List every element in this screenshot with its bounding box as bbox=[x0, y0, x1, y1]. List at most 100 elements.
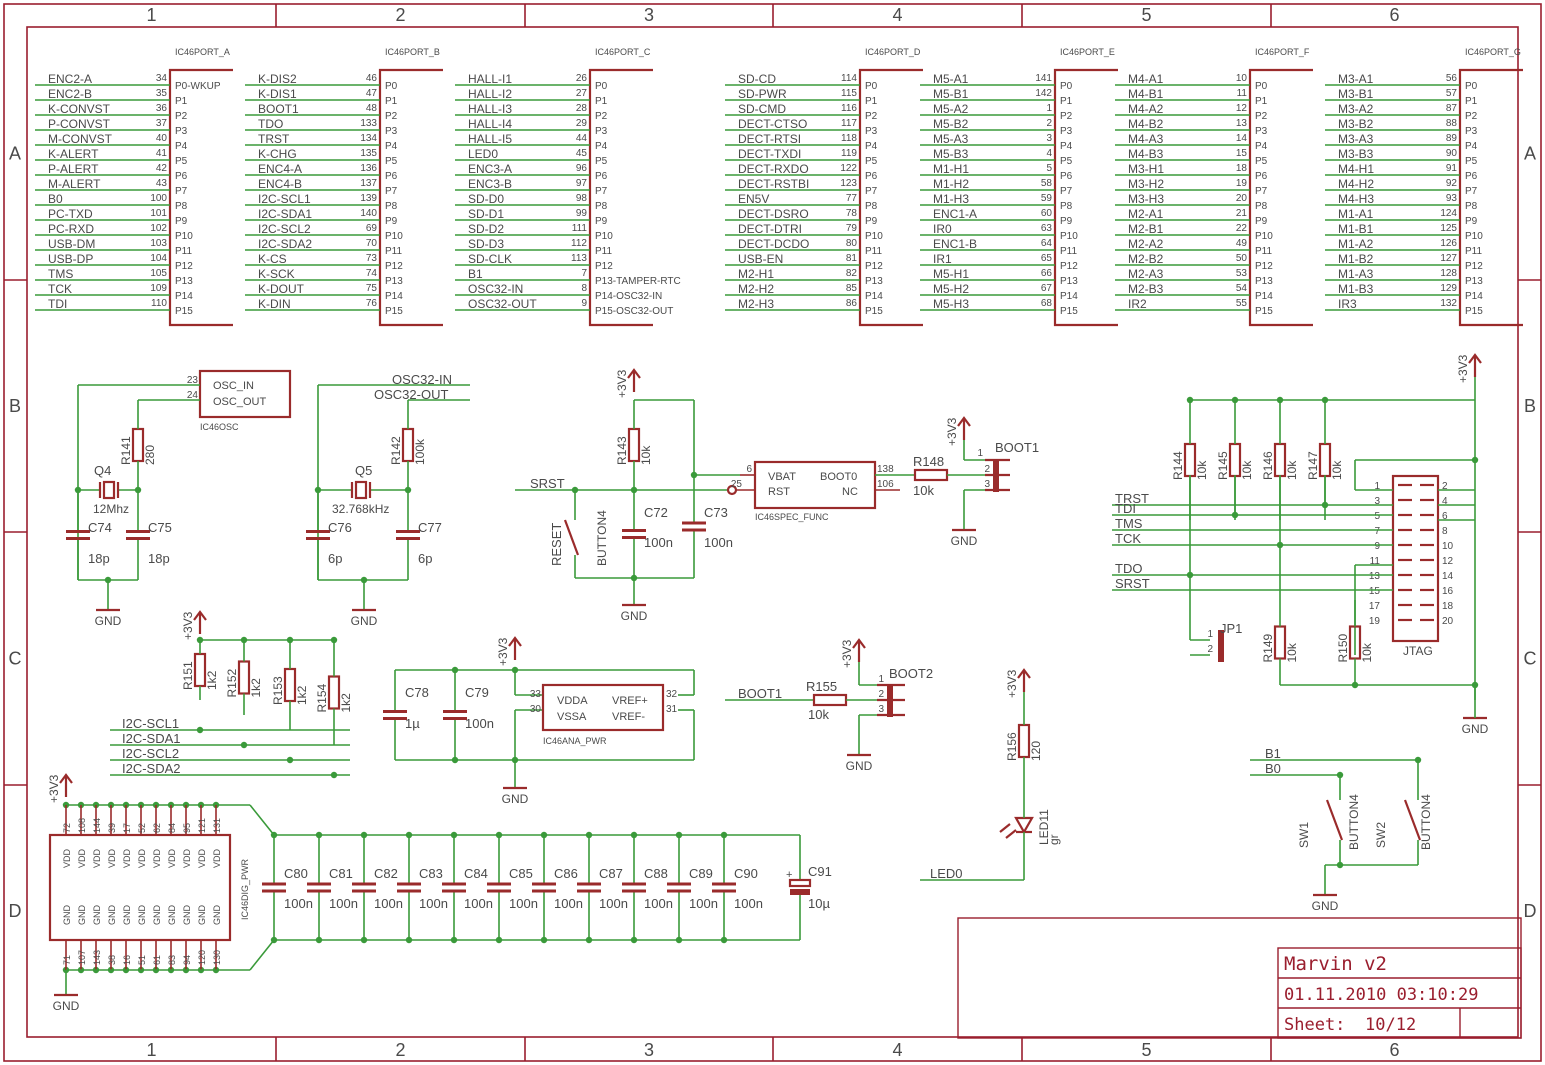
cap-plate bbox=[126, 530, 150, 533]
port-pin-number: 129 bbox=[1440, 283, 1457, 294]
cap-plate bbox=[622, 889, 646, 893]
vdd-pin-number: 39 bbox=[107, 823, 117, 833]
port-net-label: M3-A1 bbox=[1338, 72, 1374, 86]
cap-plate bbox=[532, 889, 556, 893]
supply-label: +3V3 bbox=[181, 611, 195, 640]
vdd-pin-number: 72 bbox=[62, 823, 72, 833]
port-pin-name: P13 bbox=[1060, 276, 1078, 287]
column-label-bottom: 5 bbox=[1141, 1040, 1151, 1060]
cap-plate bbox=[443, 710, 467, 713]
port-pin-number: 47 bbox=[366, 88, 378, 99]
port-pin-name: P12 bbox=[595, 261, 613, 272]
port-pin-number: 19 bbox=[1236, 178, 1248, 189]
port-net-label: OSC32-IN bbox=[468, 282, 523, 296]
port-pin-number: 87 bbox=[1446, 103, 1458, 114]
cap-value: 18p bbox=[88, 551, 110, 566]
jumper-name: BOOT2 bbox=[889, 666, 933, 681]
port-pin-name: P1 bbox=[385, 96, 398, 107]
port-net-label: LED0 bbox=[468, 147, 498, 161]
port-pin-name: P15 bbox=[385, 306, 403, 317]
port-net-label: SD-PWR bbox=[738, 87, 787, 101]
cap-name: C86 bbox=[554, 866, 578, 881]
port-pin-number: 82 bbox=[846, 268, 858, 279]
cap-value: 10µ bbox=[808, 896, 830, 911]
port-pin-number: 73 bbox=[366, 253, 378, 264]
vdd-pin-label: VDD bbox=[152, 848, 162, 868]
port-pin-name: P11 bbox=[865, 246, 882, 257]
port-pin-number: 14 bbox=[1236, 133, 1248, 144]
port-pin-name: P12 bbox=[1255, 261, 1273, 272]
port-net-label: TDO bbox=[258, 117, 283, 131]
port-net-label: HALL-I3 bbox=[468, 102, 512, 116]
resistor-value: 10k bbox=[1330, 460, 1344, 480]
ana-pin-number: 32 bbox=[666, 689, 678, 700]
supply-label: +3V3 bbox=[1456, 354, 1470, 383]
crystal-value: 12Mhz bbox=[93, 502, 129, 516]
cap-name: C89 bbox=[689, 866, 713, 881]
port-pin-name: P0 bbox=[1465, 81, 1478, 92]
port-net-label: TRST bbox=[258, 132, 290, 146]
resistor-body bbox=[627, 427, 641, 463]
port-pin-number: 59 bbox=[1041, 193, 1053, 204]
jtag-pin-right: 10 bbox=[1442, 541, 1454, 552]
crystal-q4 bbox=[102, 480, 116, 500]
port-pin-number: 7 bbox=[581, 268, 587, 279]
port-net-label: SD-D3 bbox=[468, 237, 504, 251]
resistor-value: 10k bbox=[1285, 642, 1299, 662]
port-pin-name: P13 bbox=[1255, 276, 1273, 287]
row-label-left: A bbox=[9, 144, 21, 164]
cap-value: 100n bbox=[509, 896, 538, 911]
cap-name: C90 bbox=[734, 866, 758, 881]
port-net-label: M4-B1 bbox=[1128, 87, 1164, 101]
resistor-name: R149 bbox=[1261, 633, 1275, 662]
vdd-pin-label: VDD bbox=[137, 848, 147, 868]
led0-net-label: LED0 bbox=[930, 866, 963, 881]
port-pin-number: 118 bbox=[841, 133, 857, 144]
port-pin-name: P7 bbox=[595, 186, 608, 197]
cap-plate bbox=[682, 528, 706, 532]
port-pin-number: 115 bbox=[841, 88, 857, 99]
resistor-body bbox=[1228, 442, 1242, 478]
port-pin-number: 4 bbox=[1046, 148, 1052, 159]
row-label-right: B bbox=[1524, 396, 1536, 416]
jtag-pin-left: 19 bbox=[1369, 616, 1381, 627]
port-pin-number: 116 bbox=[841, 103, 857, 114]
port-net-label: I2C-SDA2 bbox=[258, 237, 312, 251]
port-pin-name: P4 bbox=[865, 141, 878, 152]
jtag-net-label: TDI bbox=[1115, 501, 1136, 516]
jumper-jp1 bbox=[1218, 630, 1224, 662]
port-pin-name: P1 bbox=[595, 96, 608, 107]
port-pin-number: 2 bbox=[1046, 118, 1052, 129]
cap-plate bbox=[306, 530, 330, 533]
jumper-name: BOOT1 bbox=[995, 440, 1039, 455]
ana-pin: VDDA bbox=[557, 695, 588, 707]
port-pin-name: P15 bbox=[1465, 306, 1483, 317]
port-pin-number: 56 bbox=[1446, 73, 1458, 84]
port-pin-number: 53 bbox=[1236, 268, 1248, 279]
junction-dot bbox=[1276, 396, 1284, 404]
port-pin-number: 35 bbox=[156, 88, 168, 99]
port-pin-number: 128 bbox=[1440, 268, 1457, 279]
ana-pwr-ic-body bbox=[541, 683, 665, 732]
vdd-pin-label: VDD bbox=[77, 848, 87, 868]
port-pin-number: 44 bbox=[576, 133, 588, 144]
port-pin-number: 22 bbox=[1236, 223, 1248, 234]
cap-plate bbox=[442, 882, 466, 886]
port-body bbox=[168, 68, 233, 327]
port-pin-number: 124 bbox=[1440, 208, 1457, 219]
row-label-left: D bbox=[9, 901, 22, 921]
resistor-name: R142 bbox=[389, 436, 403, 465]
jumper-pin-number: 2 bbox=[984, 464, 990, 475]
cap-value: 100n bbox=[554, 896, 583, 911]
column-label-bottom: 3 bbox=[644, 1040, 654, 1060]
port-net-label: B1 bbox=[468, 267, 483, 281]
port-pin-name: P8 bbox=[1465, 201, 1478, 212]
port-pin-number: 92 bbox=[1446, 178, 1458, 189]
port-pin-name: P11 bbox=[385, 246, 402, 257]
port-pin-number: 20 bbox=[1236, 193, 1248, 204]
port-pin-name: P8 bbox=[865, 201, 878, 212]
cap-plate bbox=[262, 889, 286, 893]
supply-label: +3V3 bbox=[1005, 669, 1019, 698]
resistor-body bbox=[1318, 442, 1332, 478]
port-pin-name: P6 bbox=[865, 171, 878, 182]
